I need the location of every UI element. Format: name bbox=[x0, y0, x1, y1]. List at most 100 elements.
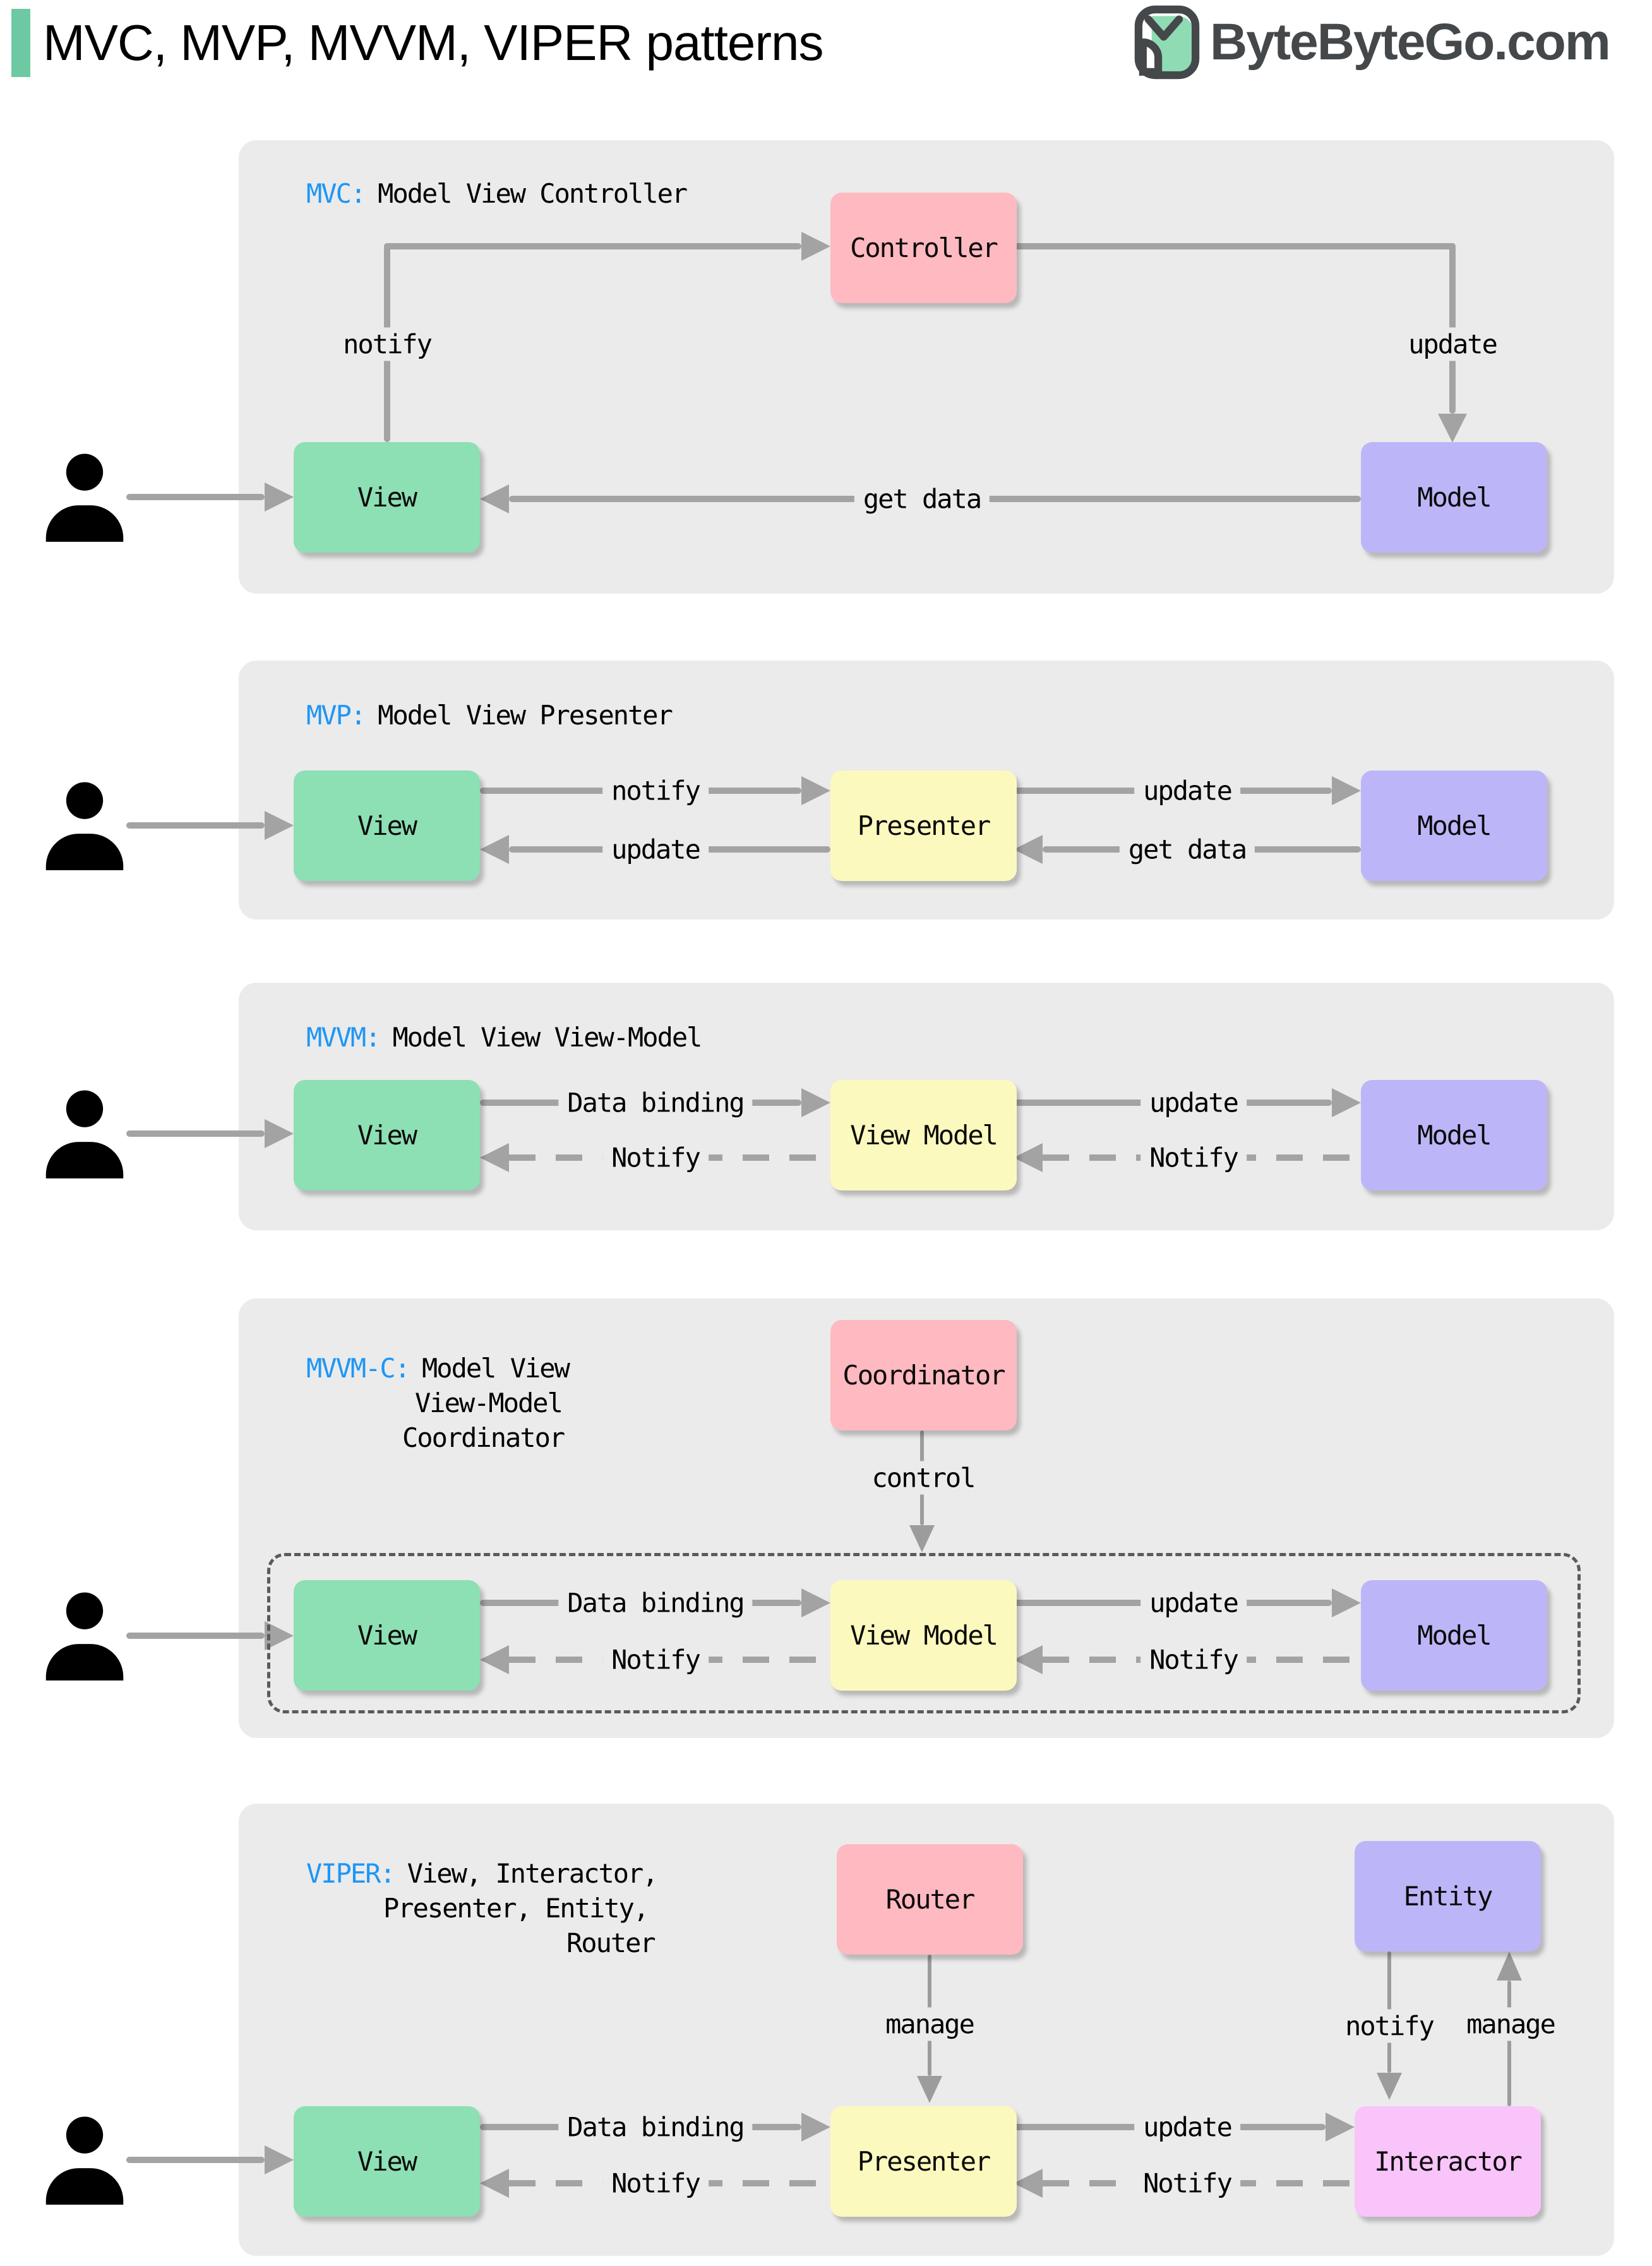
mvvmc-title-line2: View-Model bbox=[415, 1388, 563, 1418]
user-to-view-arrow-line bbox=[126, 2157, 265, 2163]
mvp-notify-label: notify bbox=[602, 774, 709, 808]
mvp-update-model-arrowhead bbox=[1332, 776, 1361, 805]
viper-presenter-box: Presenter bbox=[830, 2106, 1017, 2217]
mvvmc-notify-viewmodel-label: Notify bbox=[1140, 1643, 1247, 1677]
mvp-presenter-box: Presenter bbox=[830, 770, 1017, 881]
mvvmc-tag: MVVM-C: bbox=[306, 1353, 410, 1384]
mvvmc-control-arrowhead bbox=[909, 1525, 935, 1552]
bytebytego-owl-icon bbox=[1134, 5, 1200, 80]
mvvmc-mvvm-group-border bbox=[267, 1553, 1581, 1713]
user-to-view-arrow-line bbox=[126, 822, 265, 829]
mvp-view-box: View bbox=[294, 770, 480, 881]
mvp-notify-arrowhead bbox=[801, 776, 830, 805]
viper-interactor-box: Interactor bbox=[1355, 2106, 1541, 2217]
user-icon bbox=[45, 1592, 124, 1681]
mvvm-notify-viewmodel-arrowhead bbox=[1014, 1143, 1043, 1172]
mvvm-databinding-arrowhead bbox=[801, 1088, 830, 1117]
mvvm-viewmodel-box: View Model bbox=[830, 1080, 1017, 1190]
viper-notify-presenter-label: Notify bbox=[1134, 2166, 1240, 2200]
user-icon bbox=[45, 782, 124, 870]
mvp-tag: MVP: bbox=[306, 700, 366, 731]
mvp-title: MVP:Model View Presenter bbox=[306, 700, 673, 731]
mvvmc-update-arrowhead bbox=[1332, 1588, 1361, 1617]
viper-update-arrowhead bbox=[1326, 2113, 1355, 2142]
viper-manage-router-label: manage bbox=[877, 2007, 983, 2041]
mvvmc-viewmodel-box: View Model bbox=[830, 1580, 1017, 1691]
mvvmc-databinding-label: Data binding bbox=[558, 1586, 753, 1620]
mvc-update-line-h bbox=[1014, 243, 1456, 249]
mvp-update-model-label: update bbox=[1134, 774, 1240, 808]
mvp-getdata-label: get data bbox=[1119, 832, 1255, 866]
viper-notify-view-arrowhead bbox=[480, 2169, 509, 2198]
mvvmc-notify-view-label: Notify bbox=[602, 1643, 709, 1677]
user-to-view-arrow-line bbox=[126, 1633, 265, 1639]
user-to-view-arrowhead bbox=[265, 483, 294, 512]
mvvmc-title-line1: MVVM-C:Model View bbox=[306, 1353, 570, 1384]
viper-manage-entity-label: manage bbox=[1457, 2007, 1564, 2041]
mvvm-update-label: update bbox=[1140, 1086, 1247, 1120]
mvvmc-coordinator-box: Coordinator bbox=[830, 1320, 1017, 1430]
user-icon bbox=[45, 2116, 124, 2205]
mvvm-update-arrowhead bbox=[1332, 1088, 1361, 1117]
mvvm-notify-view-label: Notify bbox=[602, 1141, 709, 1175]
mvvm-view-box: View bbox=[294, 1080, 480, 1190]
viper-router-box: Router bbox=[837, 1844, 1023, 1955]
viper-title-line2: Presenter, Entity, bbox=[383, 1893, 649, 1924]
mvp-model-box: Model bbox=[1361, 770, 1547, 881]
mvc-notify-label: notify bbox=[334, 327, 440, 361]
mvc-notify-arrowhead bbox=[801, 232, 830, 261]
mvc-notify-line-h bbox=[384, 243, 801, 249]
user-icon bbox=[45, 1090, 124, 1178]
mvvmc-notify-view-arrowhead bbox=[480, 1645, 509, 1674]
user-to-view-arrowhead bbox=[265, 1119, 294, 1148]
viper-view-box: View bbox=[294, 2106, 480, 2217]
mvp-update-view-arrowhead bbox=[480, 835, 509, 864]
page-title: MVC, MVP, MVVM, VIPER patterns bbox=[43, 15, 824, 71]
viper-title-line3: Router bbox=[566, 1927, 656, 1958]
mvc-getdata-arrowhead bbox=[480, 484, 509, 513]
user-to-view-arrow-line bbox=[126, 494, 265, 500]
title-accent-bar bbox=[11, 9, 30, 77]
mvc-view-box: View bbox=[294, 442, 480, 553]
viper-notify-view-label: Notify bbox=[602, 2166, 709, 2200]
mvvm-notify-view-arrowhead bbox=[480, 1143, 509, 1172]
mvvm-notify-viewmodel-label: Notify bbox=[1140, 1141, 1247, 1175]
viper-manage-entity-line bbox=[1507, 1981, 1511, 2106]
viper-entity-box: Entity bbox=[1355, 1841, 1541, 1951]
mvvm-databinding-label: Data binding bbox=[558, 1086, 753, 1120]
bytebytego-logo-text: ByteByteGo.com bbox=[1210, 13, 1611, 71]
mvvmc-update-label: update bbox=[1140, 1586, 1247, 1620]
mvc-update-label: update bbox=[1399, 327, 1505, 361]
mvvmc-control-label: control bbox=[863, 1461, 984, 1495]
user-icon bbox=[45, 453, 124, 542]
viper-update-label: update bbox=[1134, 2110, 1240, 2144]
mvvm-tag: MVVM: bbox=[306, 1022, 381, 1053]
viper-manage-entity-arrowhead bbox=[1497, 1951, 1522, 1981]
user-to-view-arrowhead bbox=[265, 2145, 294, 2174]
bytebytego-logo: ByteByteGo.com bbox=[1134, 5, 1611, 80]
mvvmc-notify-viewmodel-arrowhead bbox=[1014, 1645, 1043, 1674]
mvc-getdata-label: get data bbox=[854, 482, 990, 516]
viper-databinding-arrowhead bbox=[801, 2113, 830, 2142]
viper-tag: VIPER: bbox=[306, 1858, 396, 1889]
mvc-model-box: Model bbox=[1361, 442, 1547, 553]
viper-notify-presenter-arrowhead bbox=[1014, 2169, 1043, 2198]
mvc-title: MVC:Model View Controller bbox=[306, 178, 688, 209]
viper-databinding-label: Data binding bbox=[558, 2110, 753, 2144]
mvc-update-arrowhead bbox=[1438, 414, 1467, 443]
viper-notify-interactor-label: notify bbox=[1336, 2009, 1442, 2043]
user-to-view-arrow-line bbox=[126, 1130, 265, 1137]
mvvm-title: MVVM:Model View View-Model bbox=[306, 1022, 702, 1053]
viper-notify-interactor-arrowhead bbox=[1377, 2073, 1402, 2100]
mvc-controller-box: Controller bbox=[830, 193, 1017, 303]
mvc-tag: MVC: bbox=[306, 178, 366, 209]
mvp-update-view-label: update bbox=[602, 832, 709, 866]
mvvm-model-box: Model bbox=[1361, 1080, 1547, 1190]
mvp-getdata-arrowhead bbox=[1014, 835, 1043, 864]
mvvmc-databinding-arrowhead bbox=[801, 1588, 830, 1617]
viper-manage-router-arrowhead bbox=[917, 2076, 942, 2103]
mvvmc-model-box: Model bbox=[1361, 1580, 1547, 1691]
mvvmc-title-line3: Coordinator bbox=[402, 1422, 565, 1453]
mvvmc-view-box: View bbox=[294, 1580, 480, 1691]
